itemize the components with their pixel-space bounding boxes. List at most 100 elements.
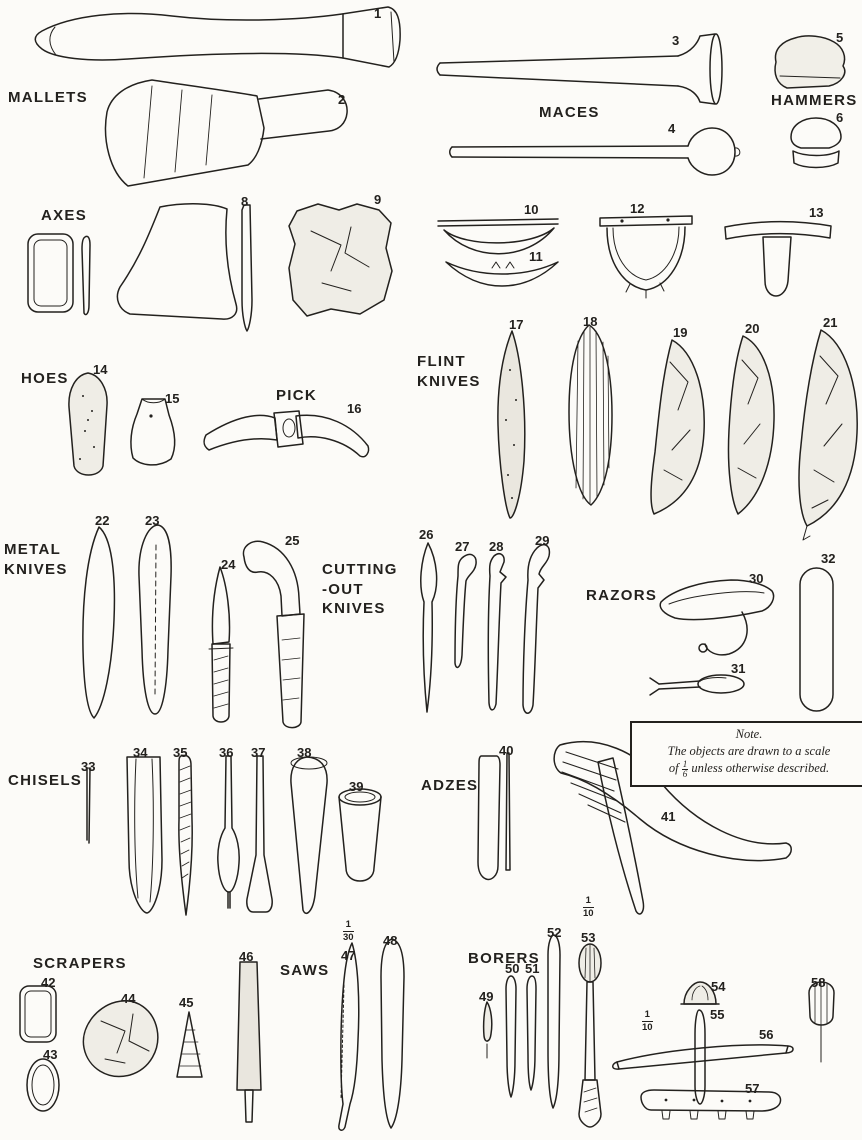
tool-8-axe-head (116, 203, 253, 332)
tool-56-drill-bow (612, 1044, 794, 1070)
note-line2-prefix: of (668, 760, 679, 775)
tool-33-chisel (85, 767, 92, 844)
fraction-denominator: 10 (583, 907, 594, 919)
figure-number-8: 8 (241, 194, 249, 209)
figure-number-4: 4 (668, 121, 676, 136)
figure-number-20: 20 (745, 321, 760, 336)
section-label-razors: RAZORS (586, 587, 658, 604)
section-label-metal-knives: METAL KNIVES (4, 541, 68, 578)
tool-55-drill-stock (694, 1009, 706, 1105)
tool-31-razor (649, 674, 745, 696)
figure-number-27: 27 (455, 539, 470, 554)
figure-number-48: 48 (383, 933, 398, 948)
tool-45-scraper (176, 1011, 203, 1078)
figure-number-22: 22 (95, 513, 110, 528)
figure-number-15: 15 (165, 391, 180, 406)
figure-number-17: 17 (509, 317, 524, 332)
section-label-axes: AXES (41, 207, 88, 224)
figure-number-26: 26 (419, 527, 434, 542)
figure-number-52: 52 (547, 925, 562, 940)
figure-number-16: 16 (347, 401, 362, 416)
fraction-numerator: 1 (642, 1010, 653, 1022)
figure-number-58: 58 (811, 975, 826, 990)
figure-number-1: 1 (374, 6, 382, 21)
section-label-maces: MACES (539, 104, 600, 121)
figure-number-54: 54 (711, 979, 726, 994)
figure-number-47: 47 (341, 948, 356, 963)
figure-number-32: 32 (821, 551, 836, 566)
section-label-flint-knives: FLINT KNIVES (417, 353, 481, 390)
figure-number-45: 45 (179, 995, 194, 1010)
tool-43-scraper (26, 1058, 60, 1112)
tool-4-mace (449, 127, 741, 176)
tool-15-hoe (130, 398, 176, 466)
tool-23-metal-knife (138, 524, 172, 715)
section-label-mallets: MALLETS (8, 89, 88, 106)
tool-6-hammer (790, 117, 842, 169)
tool-1-mallet (34, 6, 401, 68)
tool-17-flint-knife (497, 330, 526, 519)
figure-number-37: 37 (251, 745, 266, 760)
figure-number-5: 5 (836, 30, 844, 45)
section-label-hammers: HAMMERS (771, 92, 858, 109)
fraction-numerator: 1 (583, 896, 594, 908)
figure-number-40: 40 (499, 743, 514, 758)
tool-19-flint-knife (650, 339, 705, 515)
tool-5-hammer-stone (774, 35, 846, 89)
figure-number-19: 19 (673, 325, 688, 340)
figure-number-12: 12 (630, 201, 645, 216)
figure-number-57: 57 (745, 1081, 760, 1096)
tool-49-borer (482, 1001, 493, 1059)
section-label-scrapers: SCRAPERS (33, 955, 127, 972)
fraction-numerator: 1 (343, 920, 354, 932)
figure-number-46: 46 (239, 949, 254, 964)
figure-number-55: 55 (710, 1007, 725, 1022)
figure-number-13: 13 (809, 205, 824, 220)
tool-25-billhook-knife (242, 540, 305, 729)
tool-18-flint-knife (568, 324, 613, 506)
section-label-cutting-out-knives: CUTTING -OUT KNIVES (322, 561, 398, 617)
note-line-1: The objects are drawn to a scale (667, 743, 831, 758)
figure-number-9: 9 (374, 192, 382, 207)
figure-number-21: 21 (823, 315, 838, 330)
figure-number-44: 44 (121, 991, 136, 1006)
figure-number-2: 2 (338, 92, 346, 107)
tool-36-chisel (217, 755, 240, 909)
tool-37-chisel (246, 755, 273, 913)
tool-35-chisel (178, 754, 193, 916)
section-label-chisels: CHISELS (8, 772, 83, 789)
figure-number-30: 30 (749, 571, 764, 586)
section-label-adzes: ADZES (421, 777, 479, 794)
tool-24-metal-knife (208, 566, 234, 723)
tool-54-drill-cap (680, 981, 720, 1005)
figure-number-18: 18 (583, 314, 598, 329)
tool-48-saw (380, 938, 405, 1129)
note-title: Note. (735, 727, 763, 741)
tool-34-chisel (126, 756, 163, 914)
figure-number-6: 6 (836, 110, 844, 125)
note-box: Note. The objects are drawn to a scale o… (630, 721, 862, 787)
tool-40-adze-blade (477, 752, 511, 881)
tool-7-axe (27, 233, 91, 316)
tool-12-blade (599, 215, 693, 299)
figure-number-25: 25 (285, 533, 300, 548)
tool-27-cutting-out-knife (454, 553, 477, 669)
tool-38-chisel (290, 756, 328, 915)
tool-22-metal-knife (82, 526, 116, 719)
figure-number-3: 3 (672, 33, 680, 48)
figure-number-51: 51 (525, 961, 540, 976)
tool-16-pick (203, 410, 370, 458)
figure-number-33: 33 (81, 759, 96, 774)
tool-58-drill-cap (808, 981, 835, 1063)
tool-28-cutting-out-knife (487, 553, 507, 711)
tool-46-rasp (236, 961, 262, 1123)
figure-number-35: 35 (173, 745, 188, 760)
tool-50-borer (505, 975, 517, 1098)
section-label-hoes: HOES (21, 370, 69, 387)
figure-number-41: 41 (661, 809, 676, 824)
